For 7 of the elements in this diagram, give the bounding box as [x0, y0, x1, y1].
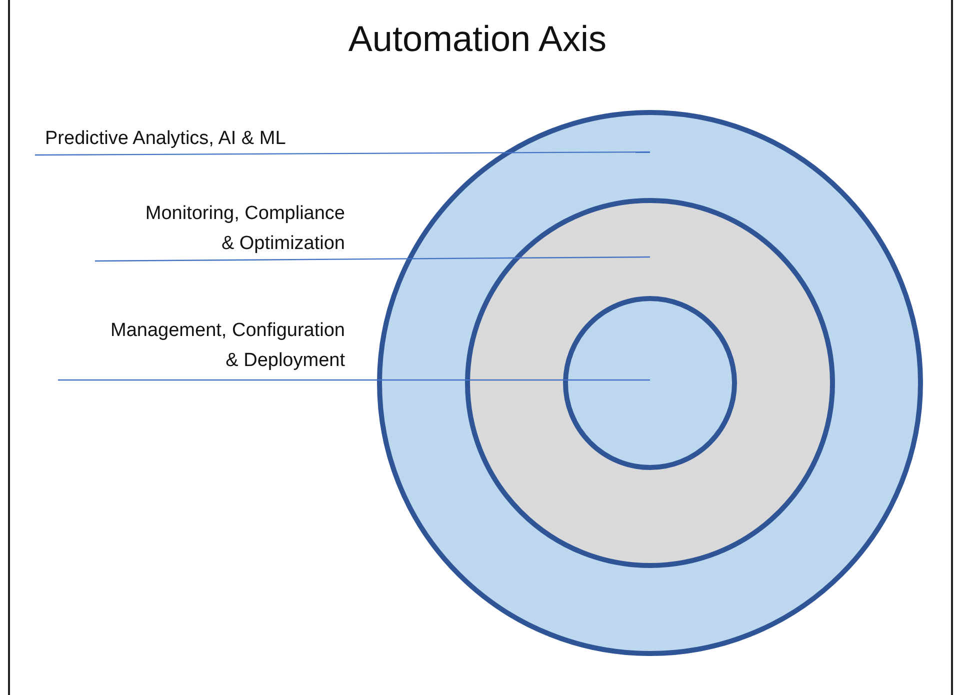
leader-line [58, 379, 650, 381]
layer-label: Predictive Analytics, AI & ML [45, 124, 365, 155]
leader-line [95, 256, 650, 262]
layer-label: Monitoring, Compliance & Optimization [95, 199, 345, 261]
title: Automation Axis [347, 18, 608, 60]
layer-label: Management, Configuration & Deployment [58, 316, 345, 380]
leader-line [35, 151, 650, 156]
